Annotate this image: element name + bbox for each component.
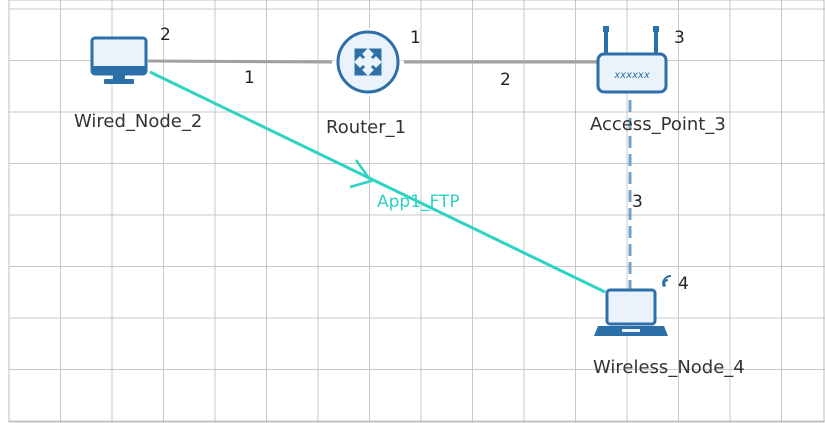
router-icon [334, 28, 402, 96]
app-flow-label: App1_FTP [377, 192, 460, 212]
wireless-link-3-label: 3 [632, 192, 643, 212]
wifi-signal-icon [662, 275, 672, 287]
device-number: 2 [160, 25, 171, 45]
access-point-badge: xxxxxx [613, 70, 650, 81]
device-number: 3 [674, 28, 685, 48]
device-router[interactable]: 1 Router_1 [326, 28, 421, 138]
wired-link-1-label: 1 [244, 68, 255, 88]
app-flow-line[interactable] [149, 70, 606, 294]
device-wireless-node[interactable]: 4 Wireless_Node_4 [593, 274, 745, 378]
device-label: Wired_Node_2 [74, 111, 202, 132]
desktop-computer-icon [90, 36, 148, 84]
device-access-point[interactable]: xxxxxx 3 Access_Point_3 [590, 26, 726, 135]
wired-link-2-label: 2 [500, 70, 511, 90]
laptop-icon [594, 288, 668, 336]
device-label: Router_1 [326, 117, 406, 138]
device-number: 4 [678, 274, 689, 294]
device-wired-node[interactable]: 2 Wired_Node_2 [74, 25, 202, 132]
device-number: 1 [410, 28, 421, 48]
device-label: Access_Point_3 [590, 114, 726, 135]
access-point-icon: xxxxxx [596, 26, 668, 94]
device-label: Wireless_Node_4 [593, 357, 745, 378]
wired-link-1[interactable] [147, 59, 333, 64]
app-flow-arrow-icon [349, 159, 374, 189]
canvas-border [8, 0, 825, 423]
